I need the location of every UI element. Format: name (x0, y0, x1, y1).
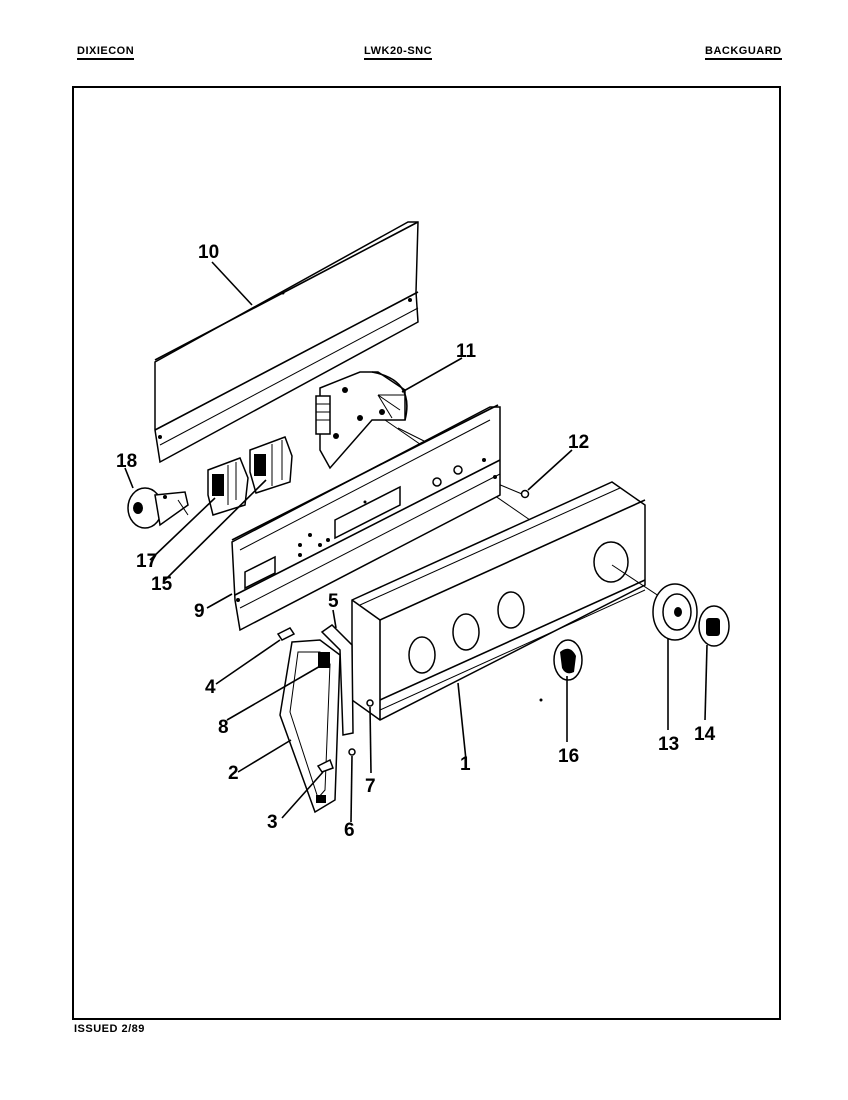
model-header: LWK20-SNC (364, 45, 433, 60)
part-16-knob (539, 639, 583, 702)
part-10-top-cover (154, 221, 419, 464)
label-part-10: 10 (198, 242, 219, 263)
label-part-14: 14 (694, 724, 716, 745)
label-part-18: 18 (116, 451, 137, 472)
label-part-1: 1 (460, 754, 471, 775)
part-3-clip (316, 758, 334, 773)
label-part-11: 11 (456, 341, 477, 362)
leader-lines (124, 261, 708, 823)
label-part-12: 12 (568, 432, 589, 453)
part-18-switch (127, 487, 189, 529)
part-5-strip (320, 624, 354, 736)
label-part-17: 17 (136, 551, 157, 572)
part-1-backguard-housing (351, 481, 681, 721)
label-part-5: 5 (328, 591, 339, 612)
part-4-clip (276, 627, 296, 641)
part-6-screw (348, 748, 356, 756)
part-17-switch (207, 457, 249, 516)
part-11-timer-bracket (315, 371, 531, 521)
label-part-8: 8 (218, 717, 229, 738)
issued-date: ISSUED 2/89 (74, 1023, 145, 1035)
part-12-screw (497, 483, 530, 499)
diagram-frame (72, 86, 781, 1020)
label-part-9: 9 (194, 601, 205, 622)
brand-header: DIXIECON (77, 45, 135, 60)
section-header: BACKGUARD (705, 45, 782, 60)
label-part-15: 15 (151, 574, 173, 595)
part-9-control-panel (231, 404, 501, 632)
part-13-knob-skirt (652, 583, 698, 641)
label-part-2: 2 (228, 763, 239, 784)
label-part-13: 13 (658, 734, 679, 755)
label-part-7: 7 (365, 776, 376, 797)
part-15-switch (249, 436, 293, 494)
part-14-knob (698, 605, 730, 647)
label-part-16: 16 (558, 746, 579, 767)
part-7-screw (366, 699, 374, 707)
label-part-3: 3 (267, 812, 278, 833)
part-labels: 10 11 12 18 17 15 9 5 4 8 2 3 6 7 1 16 1… (116, 242, 716, 841)
label-part-6: 6 (344, 820, 355, 841)
label-part-4: 4 (205, 677, 216, 698)
